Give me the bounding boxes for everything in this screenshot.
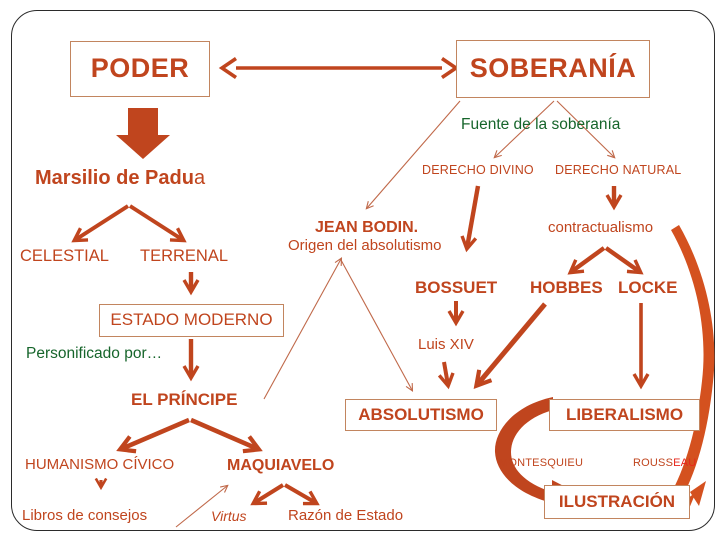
node-liberalismo-box[interactable]: LIBERALISMO xyxy=(549,399,700,431)
node-poder-box[interactable]: PODER xyxy=(70,41,210,97)
connector-principe-split xyxy=(121,417,258,449)
marsilio-thin-part: a xyxy=(193,167,206,189)
node-ilustracion-label: ILUSTRACIÓN xyxy=(558,491,676,511)
node-montesquieu: MONTESQUIEU xyxy=(499,457,584,469)
node-estado-moderno-box[interactable]: ESTADO MODERNO xyxy=(99,304,284,337)
node-el-principe: EL PRÍNCIPE xyxy=(131,390,238,409)
node-luis-xiv: Luis XIV xyxy=(418,336,474,353)
node-liberalismo-label: LIBERALISMO xyxy=(565,404,684,424)
node-absolutismo-box[interactable]: ABSOLUTISMO xyxy=(345,399,497,431)
marsilio-bold-part: Marsilio de Padu xyxy=(35,167,194,189)
node-humanismo-civico: HUMANISMO CÍVICO xyxy=(25,456,175,473)
node-terrenal: TERRENAL xyxy=(140,247,229,265)
node-celestial: CELESTIAL xyxy=(20,247,109,265)
connector-bodin-to-absolutismo xyxy=(340,259,412,390)
rousseau-tail: EAU xyxy=(673,457,697,469)
node-derecho-divino: DERECHO DIVINO xyxy=(422,163,534,177)
node-bossuet: BOSSUET xyxy=(415,278,498,297)
connector-poder-to-marsilio xyxy=(116,108,170,159)
node-derecho-natural: DERECHO NATURAL xyxy=(555,163,682,177)
node-contractualismo: contractualismo xyxy=(548,219,654,236)
node-absolutismo-label: ABSOLUTISMO xyxy=(358,404,484,424)
node-estado-moderno-label: ESTADO MODERNO xyxy=(110,310,273,330)
node-personificado-por: Personificado por… xyxy=(26,345,163,362)
connector-poder-soberania xyxy=(218,57,460,79)
connector-maquiavelo-split xyxy=(250,483,320,506)
connector-libros-to-maquiavelo xyxy=(175,486,227,528)
node-soberania-label: SOBERANÍA xyxy=(469,53,637,84)
node-locke: LOCKE xyxy=(618,278,678,297)
node-jean-bodin: JEAN BODIN. xyxy=(315,219,419,236)
connector-luis-to-absolutismo xyxy=(437,361,455,390)
node-rousseau: ROUSSEAU xyxy=(633,457,697,470)
node-poder-label: PODER xyxy=(90,53,190,84)
node-hobbes: HOBBES xyxy=(530,278,603,297)
connector-divino-down xyxy=(460,185,481,253)
connector-contractualismo-split xyxy=(567,246,644,275)
node-fuente-de-la-soberania: Fuente de la soberanía xyxy=(461,116,621,133)
node-libros-de-consejos: Libros de consejos xyxy=(22,507,148,524)
node-razon-de-estado: Razón de Estado xyxy=(288,507,404,524)
connector-hobbes-to-absolutismo xyxy=(477,302,547,385)
connector-fuente-split xyxy=(495,100,614,157)
node-marsilio-de-padua: Marsilio de Padua xyxy=(35,167,206,190)
node-maquiavelo: MAQUIAVELO xyxy=(227,457,335,474)
node-virtus: Virtus xyxy=(211,508,247,524)
connector-marsilio-split xyxy=(71,204,187,243)
node-soberania-box[interactable]: SOBERANÍA xyxy=(456,40,650,98)
connector-principe-to-bodin xyxy=(263,259,341,400)
connector-soberania-to-bodin xyxy=(367,100,461,208)
connector-contractualismo-to-ilustracion xyxy=(668,225,715,516)
node-origen-del-absolutismo: Origen del absolutismo xyxy=(288,237,442,254)
node-ilustracion-box[interactable]: ILUSTRACIÓN xyxy=(544,485,690,519)
rousseau-head: ROUSS xyxy=(633,457,674,469)
